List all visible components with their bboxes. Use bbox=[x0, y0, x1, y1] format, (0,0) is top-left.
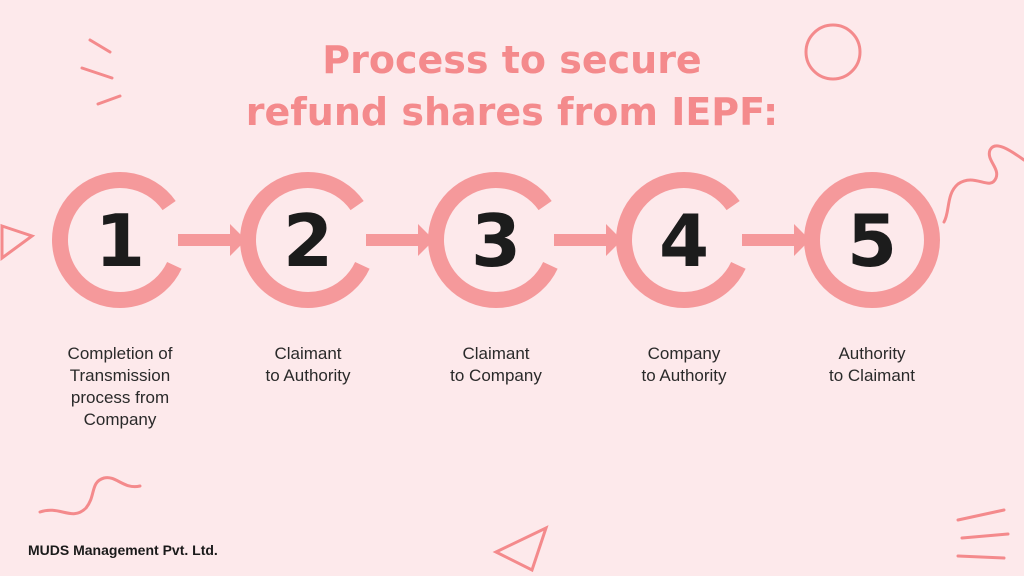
step-ring bbox=[428, 172, 558, 308]
triangle-decoration bbox=[0, 223, 36, 261]
step-ring bbox=[804, 172, 940, 308]
dash-decoration bbox=[960, 532, 1010, 540]
step-5: 5 bbox=[804, 172, 940, 308]
arrow-right-icon bbox=[742, 224, 810, 256]
circle-decoration bbox=[804, 23, 862, 81]
arrow-right-icon bbox=[554, 224, 622, 256]
dash-decoration bbox=[956, 554, 1006, 560]
dash-decoration bbox=[88, 38, 112, 54]
step-ring bbox=[616, 172, 746, 308]
arrow-right-icon bbox=[178, 224, 246, 256]
triangle-decoration bbox=[492, 525, 549, 573]
step-number: 2 bbox=[283, 199, 333, 283]
step-label: Authority to Claimant bbox=[829, 344, 915, 385]
dash-decoration bbox=[96, 94, 122, 106]
step-label: Completion of Transmission process from … bbox=[67, 344, 173, 429]
squiggle-decoration bbox=[38, 476, 142, 516]
step-number: 3 bbox=[471, 199, 521, 283]
step-number: 4 bbox=[659, 199, 709, 283]
dash-decoration bbox=[956, 508, 1006, 522]
company-footer: MUDS Management Pvt. Ltd. bbox=[28, 542, 218, 558]
step-number: 1 bbox=[95, 199, 145, 283]
arrow-right-icon bbox=[366, 224, 434, 256]
steps-layer: 1 2 3 4 5 bbox=[52, 172, 940, 308]
step-label: Claimant to Company bbox=[450, 344, 542, 385]
step-1: 1 bbox=[52, 172, 246, 308]
step-number: 5 bbox=[847, 199, 897, 283]
page-title: Process to secure refund shares from IEP… bbox=[0, 34, 1024, 138]
dash-decoration bbox=[80, 66, 114, 80]
step-ring bbox=[52, 172, 182, 308]
step-4: 4 bbox=[616, 172, 810, 308]
step-label: Claimant to Authority bbox=[265, 344, 351, 385]
title-line-2: refund shares from IEPF: bbox=[245, 90, 779, 134]
decorations bbox=[0, 23, 1024, 573]
step-2: 2 bbox=[240, 172, 434, 308]
title-line-1: Process to secure bbox=[322, 38, 702, 82]
step-ring bbox=[240, 172, 370, 308]
step-3: 3 bbox=[428, 172, 622, 308]
step-label: Company to Authority bbox=[641, 344, 727, 385]
squiggle-decoration bbox=[942, 144, 1024, 224]
